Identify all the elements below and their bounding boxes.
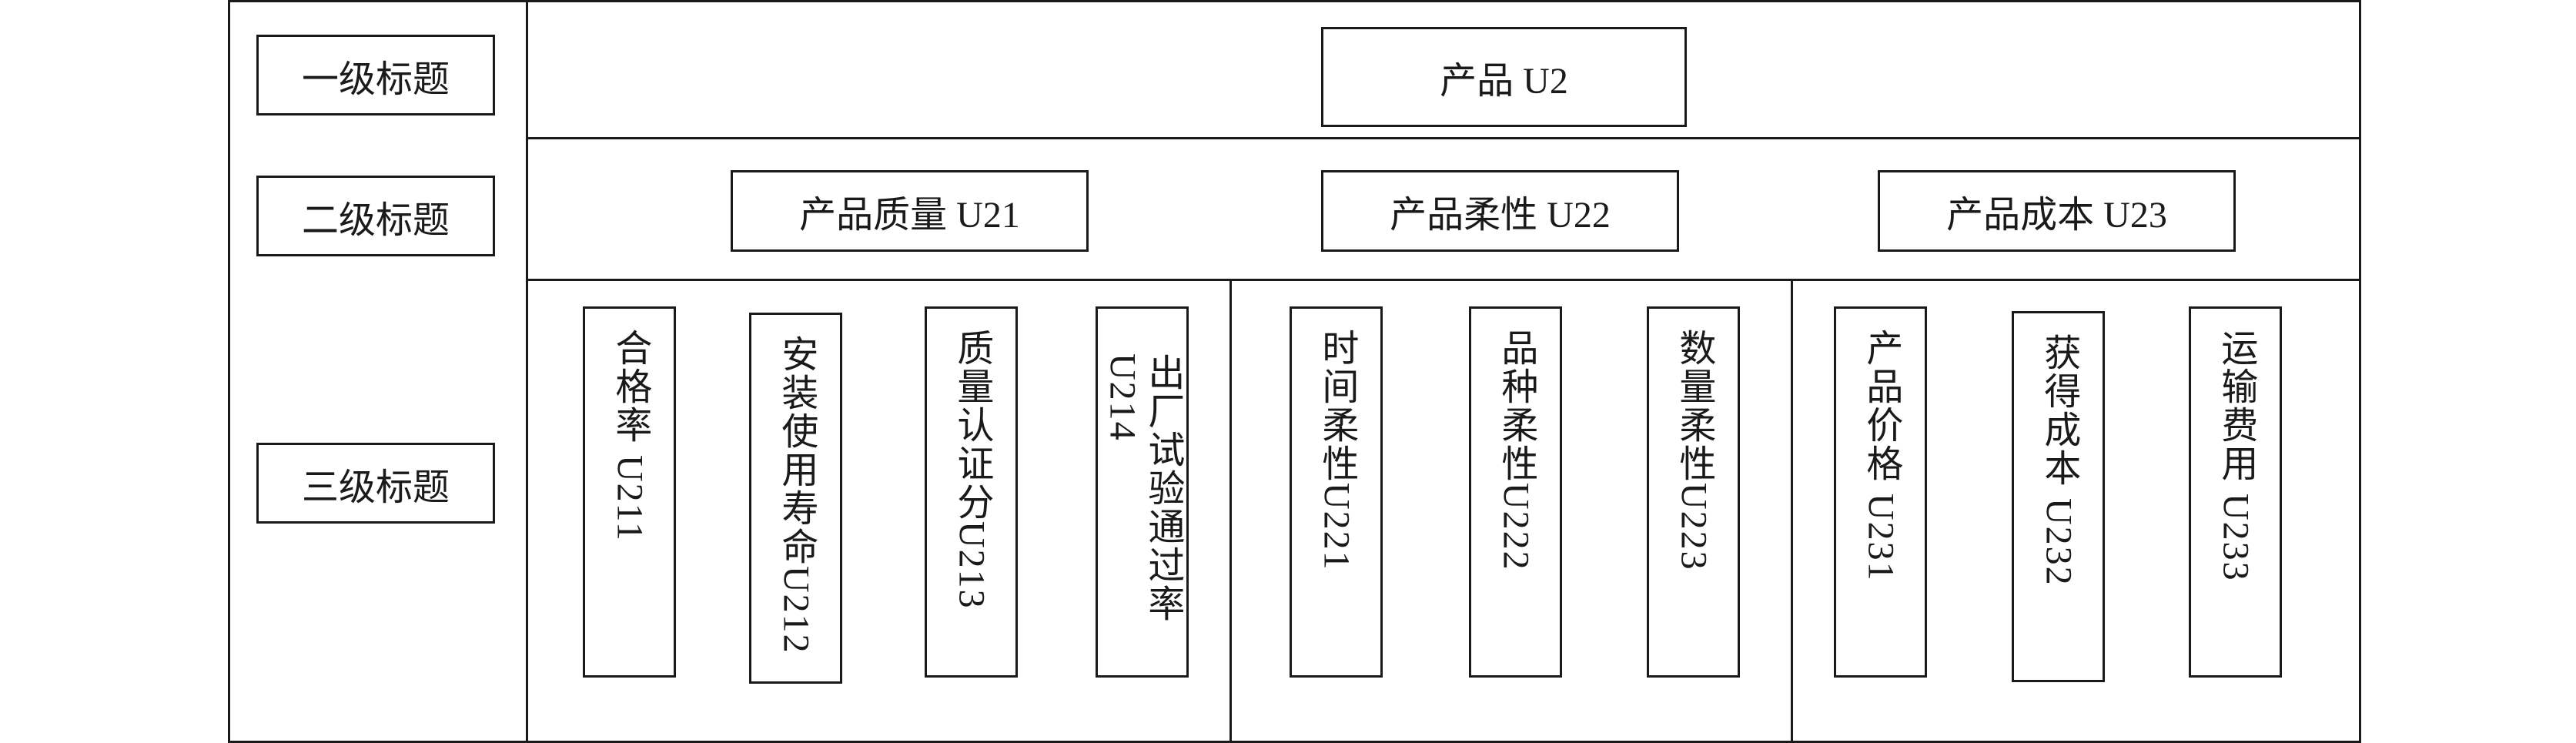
third-node-text: 获得成本 U232 — [2038, 333, 2079, 587]
second-node-text: 产品质量 U21 — [799, 195, 1020, 236]
second-node-flexibility: 产品柔性 U22 — [1321, 170, 1679, 252]
group-divider-1 — [1229, 279, 1232, 743]
third-node-text: 安装使用寿命U212 — [775, 335, 817, 654]
third-node-u231: 产品价格 U231 — [1834, 306, 1927, 678]
second-node-quality: 产品质量 U21 — [731, 170, 1089, 252]
level3-label: 三级标题 — [256, 443, 495, 524]
level1-label-text: 一级标题 — [301, 59, 450, 100]
group-divider-2 — [1791, 279, 1793, 743]
third-node-u232: 获得成本 U232 — [2012, 311, 2105, 682]
level3-label-text: 三级标题 — [301, 467, 450, 508]
third-node-text: 产品价格 U231 — [1860, 329, 1902, 582]
root-node-text: 产品 U2 — [1440, 61, 1568, 102]
third-node-text: 合格率 U211 — [609, 329, 651, 542]
third-node-u212: 安装使用寿命U212 — [749, 313, 842, 684]
second-node-text: 产品成本 U23 — [1946, 195, 2167, 236]
third-node-u223: 数量柔性U223 — [1647, 306, 1740, 678]
third-node-text: 品种柔性U222 — [1495, 329, 1537, 571]
third-node-text: 出厂试验通过率 U214 — [1102, 353, 1183, 623]
level2-label-text: 二级标题 — [301, 199, 450, 241]
frame-top — [228, 0, 2361, 2]
third-node-text: 运输费用 U233 — [2215, 329, 2257, 582]
frame-left — [228, 0, 230, 743]
frame-right — [2359, 0, 2361, 743]
row-divider-1 — [526, 137, 2361, 139]
level2-label: 二级标题 — [256, 176, 495, 256]
root-node: 产品 U2 — [1321, 27, 1687, 127]
third-node-u211: 合格率 U211 — [583, 306, 676, 678]
third-node-u222: 品种柔性U222 — [1469, 306, 1562, 678]
third-node-text: 质量认证分U213 — [951, 329, 992, 610]
third-node-text: 时间柔性U221 — [1316, 329, 1357, 571]
label-column-divider — [526, 0, 528, 743]
row-divider-2 — [526, 279, 2361, 281]
third-node-u221: 时间柔性U221 — [1290, 306, 1383, 678]
level1-label: 一级标题 — [256, 35, 495, 115]
third-node-u233: 运输费用 U233 — [2189, 306, 2282, 678]
second-node-cost: 产品成本 U23 — [1878, 170, 2236, 252]
frame-bottom — [228, 741, 2361, 743]
third-node-u213: 质量认证分U213 — [925, 306, 1018, 678]
second-node-text: 产品柔性 U22 — [1390, 195, 1611, 236]
third-node-text: 数量柔性U223 — [1673, 329, 1715, 571]
third-node-u214: 出厂试验通过率 U214 — [1096, 306, 1189, 678]
